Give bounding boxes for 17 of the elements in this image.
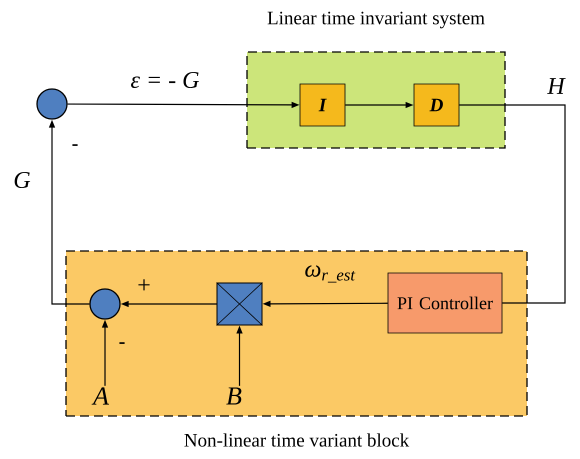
- block-box: I: [300, 84, 346, 126]
- block-box: D: [414, 84, 460, 126]
- input-label: A: [92, 387, 110, 405]
- edge-label: ε = - G: [131, 72, 199, 88]
- input-label: B: [226, 387, 242, 405]
- edge-label: ω$_{r_est}$: [305, 265, 356, 283]
- block-box: PI Controller: [388, 272, 502, 334]
- region-title: Non-linear time variant block: [184, 433, 410, 447]
- edge-label: +: [138, 279, 150, 290]
- region-title: Linear time invariant system: [268, 12, 485, 28]
- multiplier-box: [216, 282, 263, 326]
- summing-circle: [36, 88, 68, 120]
- sign-label: -: [119, 342, 125, 344]
- edge-label: G: [14, 172, 30, 188]
- summing-circle: [89, 288, 121, 320]
- sign-label: -: [72, 144, 78, 146]
- edge-label: H: [547, 78, 566, 94]
